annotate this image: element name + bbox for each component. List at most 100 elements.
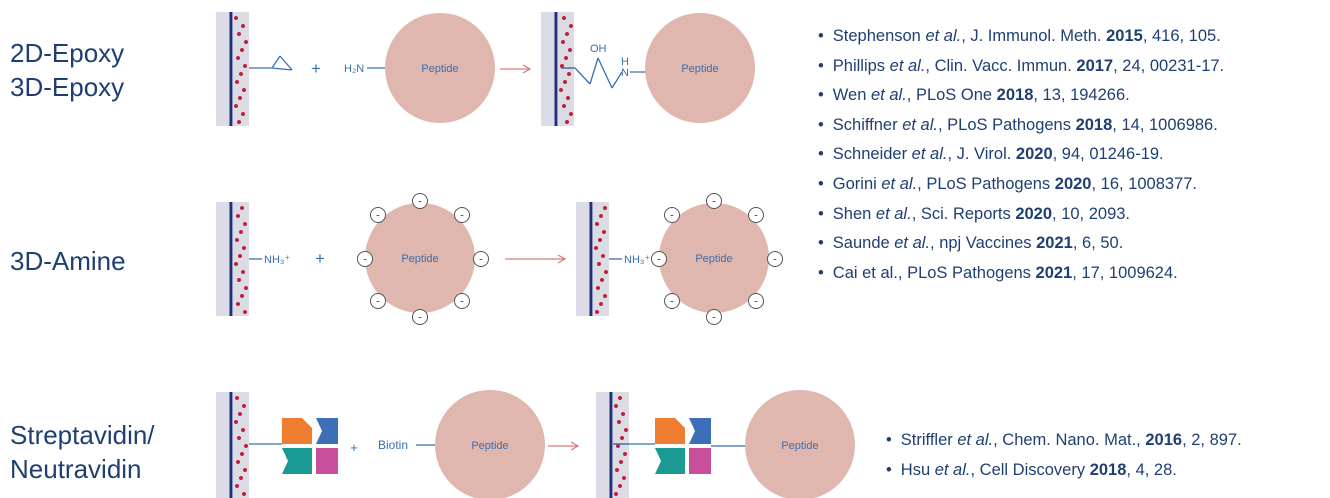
charge-sign: - <box>418 312 422 324</box>
bead-dot <box>621 412 625 416</box>
peptide-label: Peptide <box>421 63 458 75</box>
reference-year: 2020 <box>1015 204 1053 223</box>
bead-dot <box>240 48 244 52</box>
bead-dot <box>238 96 242 100</box>
polymer-layer <box>233 12 249 126</box>
charge-sign: - <box>754 296 758 308</box>
reference-etal: et al. <box>871 204 912 223</box>
negative-charge: - <box>706 309 722 325</box>
reference-item: Hsu et al., Cell Discovery 2018, 4, 28. <box>886 455 1242 485</box>
reference-rest: , 6, 50. <box>1072 234 1124 253</box>
charge-sign: - <box>376 210 380 222</box>
charge-circle <box>412 309 428 325</box>
bead-dot <box>618 484 622 488</box>
biotin-label: Biotin <box>378 438 408 452</box>
reference-rest: , 24, 00231-17. <box>1113 56 1225 75</box>
linker-group <box>561 57 654 89</box>
reference-item: Saunde et al., npj Vaccines 2021, 6, 50. <box>818 229 1224 259</box>
reference-journal: , Clin. Vacc. Immun. <box>925 56 1077 75</box>
bead-dot <box>563 80 567 84</box>
bead-dot <box>602 230 606 234</box>
bead-dot <box>561 40 565 44</box>
reference-journal: , PLoS Pathogens <box>897 263 1036 282</box>
nh3-label: NH₃⁺ <box>264 254 290 266</box>
charge-circle <box>748 207 764 223</box>
bead-dot <box>234 262 238 266</box>
bead-dot <box>614 404 618 408</box>
bead-dot <box>569 24 573 28</box>
bead-dot <box>569 112 573 116</box>
bead-dot <box>597 262 601 266</box>
bead-dot <box>242 246 246 250</box>
bead-dot <box>599 214 603 218</box>
negative-charge: - <box>370 207 386 223</box>
bead-dot <box>595 310 599 314</box>
reaction-arrow <box>548 441 580 451</box>
negative-charge: - <box>748 207 764 223</box>
bead-dot <box>234 104 238 108</box>
bead-dot <box>599 302 603 306</box>
glass-slide <box>576 202 609 316</box>
reference-year: 2017 <box>1076 56 1114 75</box>
charge-sign: - <box>460 210 464 222</box>
slide-glass <box>541 12 555 126</box>
charge-circle <box>664 293 680 309</box>
reference-etal: et al. <box>952 431 994 449</box>
reference-author: Hsu <box>900 461 931 479</box>
bead-dot <box>616 444 620 448</box>
bead-dot <box>595 222 599 226</box>
reference-author: Phillips <box>832 56 886 75</box>
negative-charge: - <box>454 207 470 223</box>
bead-dot <box>243 222 247 226</box>
charge-circle <box>357 251 373 267</box>
reference-etal: et al. <box>866 86 907 105</box>
bead-dot <box>242 404 246 408</box>
reference-author: Saunde <box>832 234 890 253</box>
bead-dot <box>244 286 248 290</box>
peptide-label-bound: Peptide <box>695 253 732 265</box>
charge-sign: - <box>670 210 674 222</box>
bead-dot <box>594 246 598 250</box>
charge-circle <box>412 193 428 209</box>
reference-author: Schiffner <box>832 115 898 134</box>
bead-dot <box>619 460 623 464</box>
reference-journal: , Chem. Nano. Mat., <box>993 431 1146 449</box>
bead-dot <box>237 436 241 440</box>
references-list-top: Stephenson et al., J. Immunol. Meth. 201… <box>818 22 1224 288</box>
bead-dot <box>236 56 240 60</box>
charge-circle <box>767 251 783 267</box>
reference-etal: et al. <box>920 27 962 45</box>
charge-circle <box>651 251 667 267</box>
slide-glass <box>216 202 230 316</box>
reference-journal: , PLoS Pathogens <box>917 174 1055 193</box>
reference-author: Schneider <box>832 145 908 164</box>
bead-dot <box>240 452 244 456</box>
reference-journal: , Sci. Reports <box>911 204 1016 223</box>
reference-item: Gorini et al., PLoS Pathogens 2020, 16, … <box>818 170 1224 200</box>
polymer-layer <box>233 202 249 316</box>
bead-dot <box>241 112 245 116</box>
bead-dot <box>603 206 607 210</box>
bead-dot <box>243 468 247 472</box>
reference-year: 2021 <box>1035 263 1073 282</box>
bead-dot <box>241 24 245 28</box>
charge-sign: - <box>754 210 758 222</box>
streptavidin-tetramer-bound <box>655 418 711 474</box>
reference-rest: , 14, 1006986. <box>1112 115 1218 134</box>
negative-charge: - <box>651 251 667 267</box>
negative-charge: - <box>454 293 470 309</box>
charge-sign: - <box>670 296 674 308</box>
reference-etal: et al. <box>930 461 971 479</box>
bead-dot <box>564 56 568 60</box>
reference-year: 2016 <box>1145 431 1183 449</box>
bead-dot <box>624 428 628 432</box>
bead-dot <box>238 412 242 416</box>
reaction-arrow <box>505 254 567 264</box>
reaction-arrow <box>500 64 532 74</box>
reference-item: Stephenson et al., J. Immunol. Meth. 201… <box>818 22 1224 52</box>
peptide-label: Peptide <box>401 253 438 265</box>
reference-etal: et al. <box>876 174 918 193</box>
slide-glass <box>216 12 230 126</box>
negative-charge: - <box>473 251 489 267</box>
negative-charge: - <box>664 293 680 309</box>
